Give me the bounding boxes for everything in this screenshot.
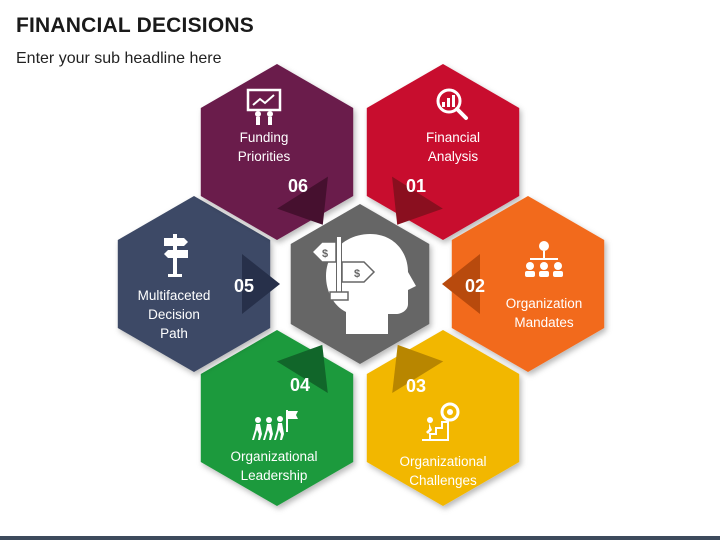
hexagon-label-line: Funding — [240, 130, 289, 145]
hexagon-label-line: Organization — [506, 296, 583, 311]
org-chart-icon — [525, 241, 563, 277]
hexagon-05-multifaceted-decision-path: 05 Multifaceted Decision Path — [117, 196, 280, 372]
hexagon-label-line: Decision — [148, 307, 200, 322]
hexagon-label-line: Path — [160, 326, 188, 341]
page-subtitle: Enter your sub headline here — [16, 50, 222, 67]
hexagon-label-line: Organizational — [399, 454, 486, 469]
hexagon-label-line: Priorities — [238, 149, 291, 164]
hexagon-number: 06 — [288, 176, 308, 196]
hexagon-number: 05 — [234, 276, 254, 296]
hexagon-03-organizational-challenges: 03 Organizational Challenges — [366, 330, 520, 506]
climbing-gear-icon — [422, 402, 460, 441]
hexagon-number: 01 — [406, 176, 426, 196]
hexagon-label-line: Organizational — [230, 449, 317, 464]
presentation-board-icon — [246, 88, 282, 125]
hexagon-label-line: Multifaceted — [138, 288, 211, 303]
head-with-signpost-icon: $ $ — [310, 234, 416, 334]
hexagon-number: 04 — [290, 375, 310, 395]
hexagon-number: 03 — [406, 376, 426, 396]
hexagon-02-organization-mandates: 02 Organization Mandates — [442, 196, 605, 372]
page-title: FINANCIAL DECISIONS — [16, 14, 254, 37]
hexagon-04-organizational-leadership: 04 Organizational Leadership — [200, 330, 354, 506]
svg-text:$: $ — [322, 248, 328, 260]
center-hexagon: $ $ — [290, 204, 430, 364]
hexagon-01-financial-analysis: 01 Financial Analysis — [366, 64, 520, 240]
hexagon-label-line: Leadership — [241, 468, 308, 483]
hexagon-label-line: Mandates — [514, 315, 574, 330]
hexagon-number: 02 — [465, 276, 485, 296]
svg-text:$: $ — [354, 268, 360, 280]
magnifier-chart-icon — [436, 88, 468, 120]
hexagon-06-funding-priorities: 06 Funding Priorities — [200, 64, 354, 240]
signpost-icon — [164, 234, 188, 277]
hexagon-label-line: Challenges — [409, 473, 477, 488]
bottom-bar — [0, 536, 720, 540]
leader-flag-icon — [252, 410, 298, 440]
hexagon-label-line: Financial — [426, 130, 480, 145]
hexagon-label-line: Analysis — [428, 149, 479, 164]
